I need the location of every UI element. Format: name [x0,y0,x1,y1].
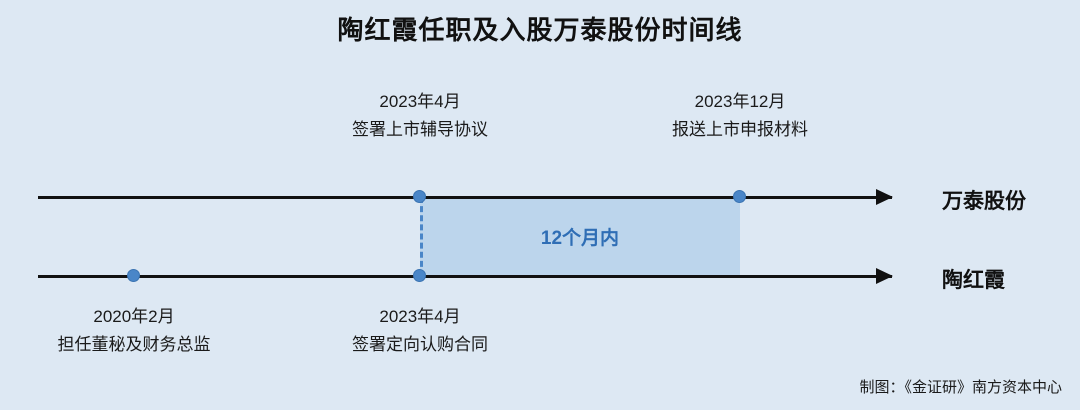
arrow-right-icon-person [876,268,893,284]
event-label-company-2023-04: 2023年4月 签署上市辅导协议 [270,88,570,143]
credit-text: 制图：《金证研》南方资本中心 [859,379,1062,396]
event-date: 2023年4月 [379,92,461,111]
duration-band-label: 12个月内 [540,228,620,249]
event-description: 报送上市申报材料 [672,119,808,139]
event-label-person-2023-04: 2023年4月 签署定向认购合同 [270,303,570,358]
axis-label-person: 陶红霞 [942,269,1005,292]
event-description: 签署上市辅导协议 [352,119,488,139]
event-description: 签署定向认购合同 [352,334,488,354]
event-date: 2023年12月 [694,92,786,111]
event-dot-company-2023-12[interactable] [733,190,746,203]
event-label-person-2020-02: 2020年2月 担任董秘及财务总监 [0,303,284,358]
timeline-axis-person [38,275,892,278]
event-label-company-2023-12: 2023年12月 报送上市申报材料 [590,88,890,143]
event-dot-person-2023-04[interactable] [413,269,426,282]
event-description: 担任董秘及财务总监 [57,334,211,354]
timeline-axis-company [38,196,892,199]
duration-band [420,198,740,277]
page-title: 陶红霞任职及入股万泰股份时间线 [337,15,743,45]
event-dot-company-2023-04[interactable] [413,190,426,203]
dashed-connector [420,197,423,276]
axis-label-company: 万泰股份 [942,190,1026,213]
event-date: 2023年4月 [379,307,461,326]
arrow-right-icon-company [876,189,893,205]
event-dot-person-2020-02[interactable] [127,269,140,282]
event-date: 2020年2月 [93,307,175,326]
